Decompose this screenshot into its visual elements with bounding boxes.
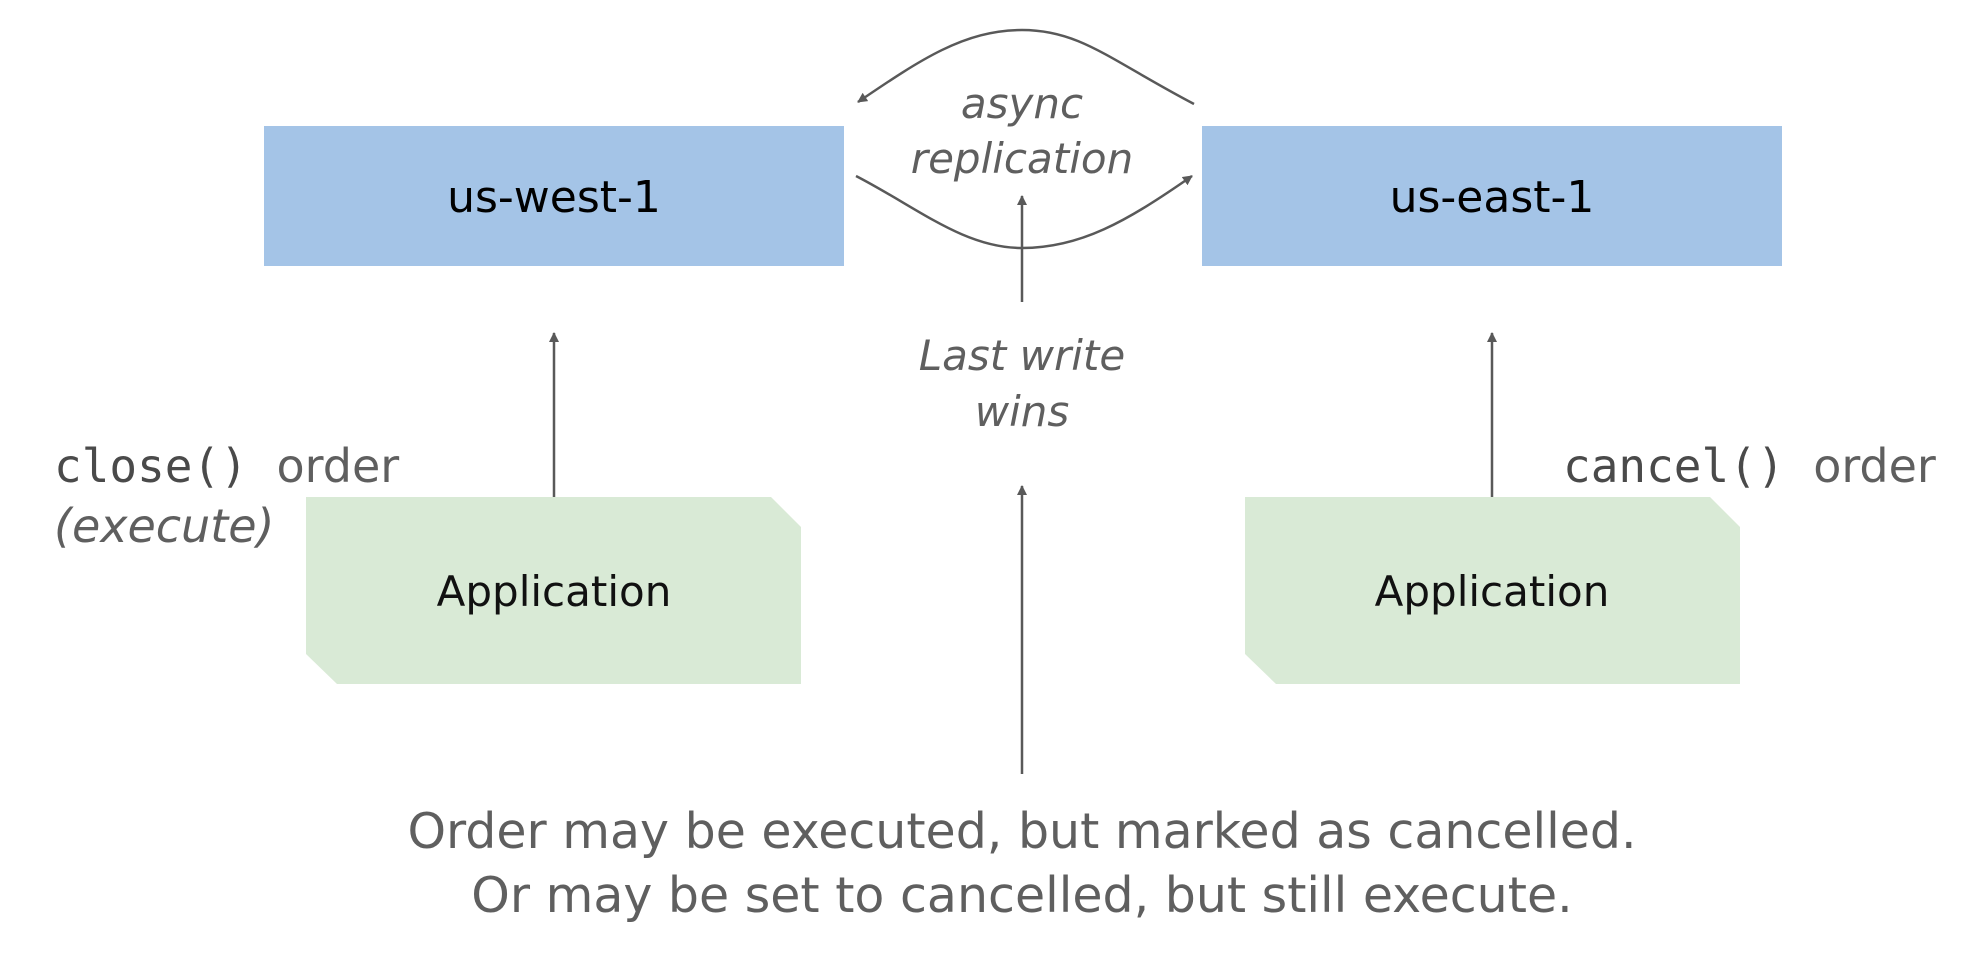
application-east: Application — [1245, 497, 1740, 684]
region-us-west-1: us-west-1 — [264, 126, 844, 266]
west-operation-code: close() — [54, 439, 248, 493]
west-operation-label: close() order — [54, 439, 399, 493]
application-label-east: Application — [1375, 567, 1610, 616]
east-operation-label: cancel() order — [1563, 439, 1936, 493]
replication-label-line2: replication — [911, 134, 1133, 183]
caption-line1: Order may be executed, but marked as can… — [407, 803, 1636, 860]
replication-arrow-west-to-east — [855, 174, 1193, 250]
application-label-west: Application — [437, 567, 672, 616]
replication-arrow-east-to-west — [857, 28, 1195, 106]
region-box-east — [1202, 126, 1782, 266]
last-write-label-line2: wins — [975, 387, 1070, 436]
region-us-east-1: us-east-1 — [1202, 126, 1782, 266]
region-label-east: us-east-1 — [1390, 172, 1595, 223]
last-write-label-line1: Last write — [919, 331, 1125, 380]
region-label-west: us-west-1 — [447, 172, 661, 223]
caption-line2: Or may be set to cancelled, but still ex… — [471, 867, 1572, 924]
application-west: Application — [306, 497, 801, 684]
west-operation-note: (execute) — [54, 499, 275, 553]
east-operation-code: cancel() — [1563, 439, 1785, 493]
west-operation-suffix: order — [277, 439, 400, 493]
east-operation-suffix: order — [1813, 439, 1936, 493]
replication-label-line1: async — [961, 79, 1083, 128]
application-box-west — [306, 497, 801, 684]
application-box-east — [1245, 497, 1740, 684]
region-box-west — [264, 126, 844, 266]
